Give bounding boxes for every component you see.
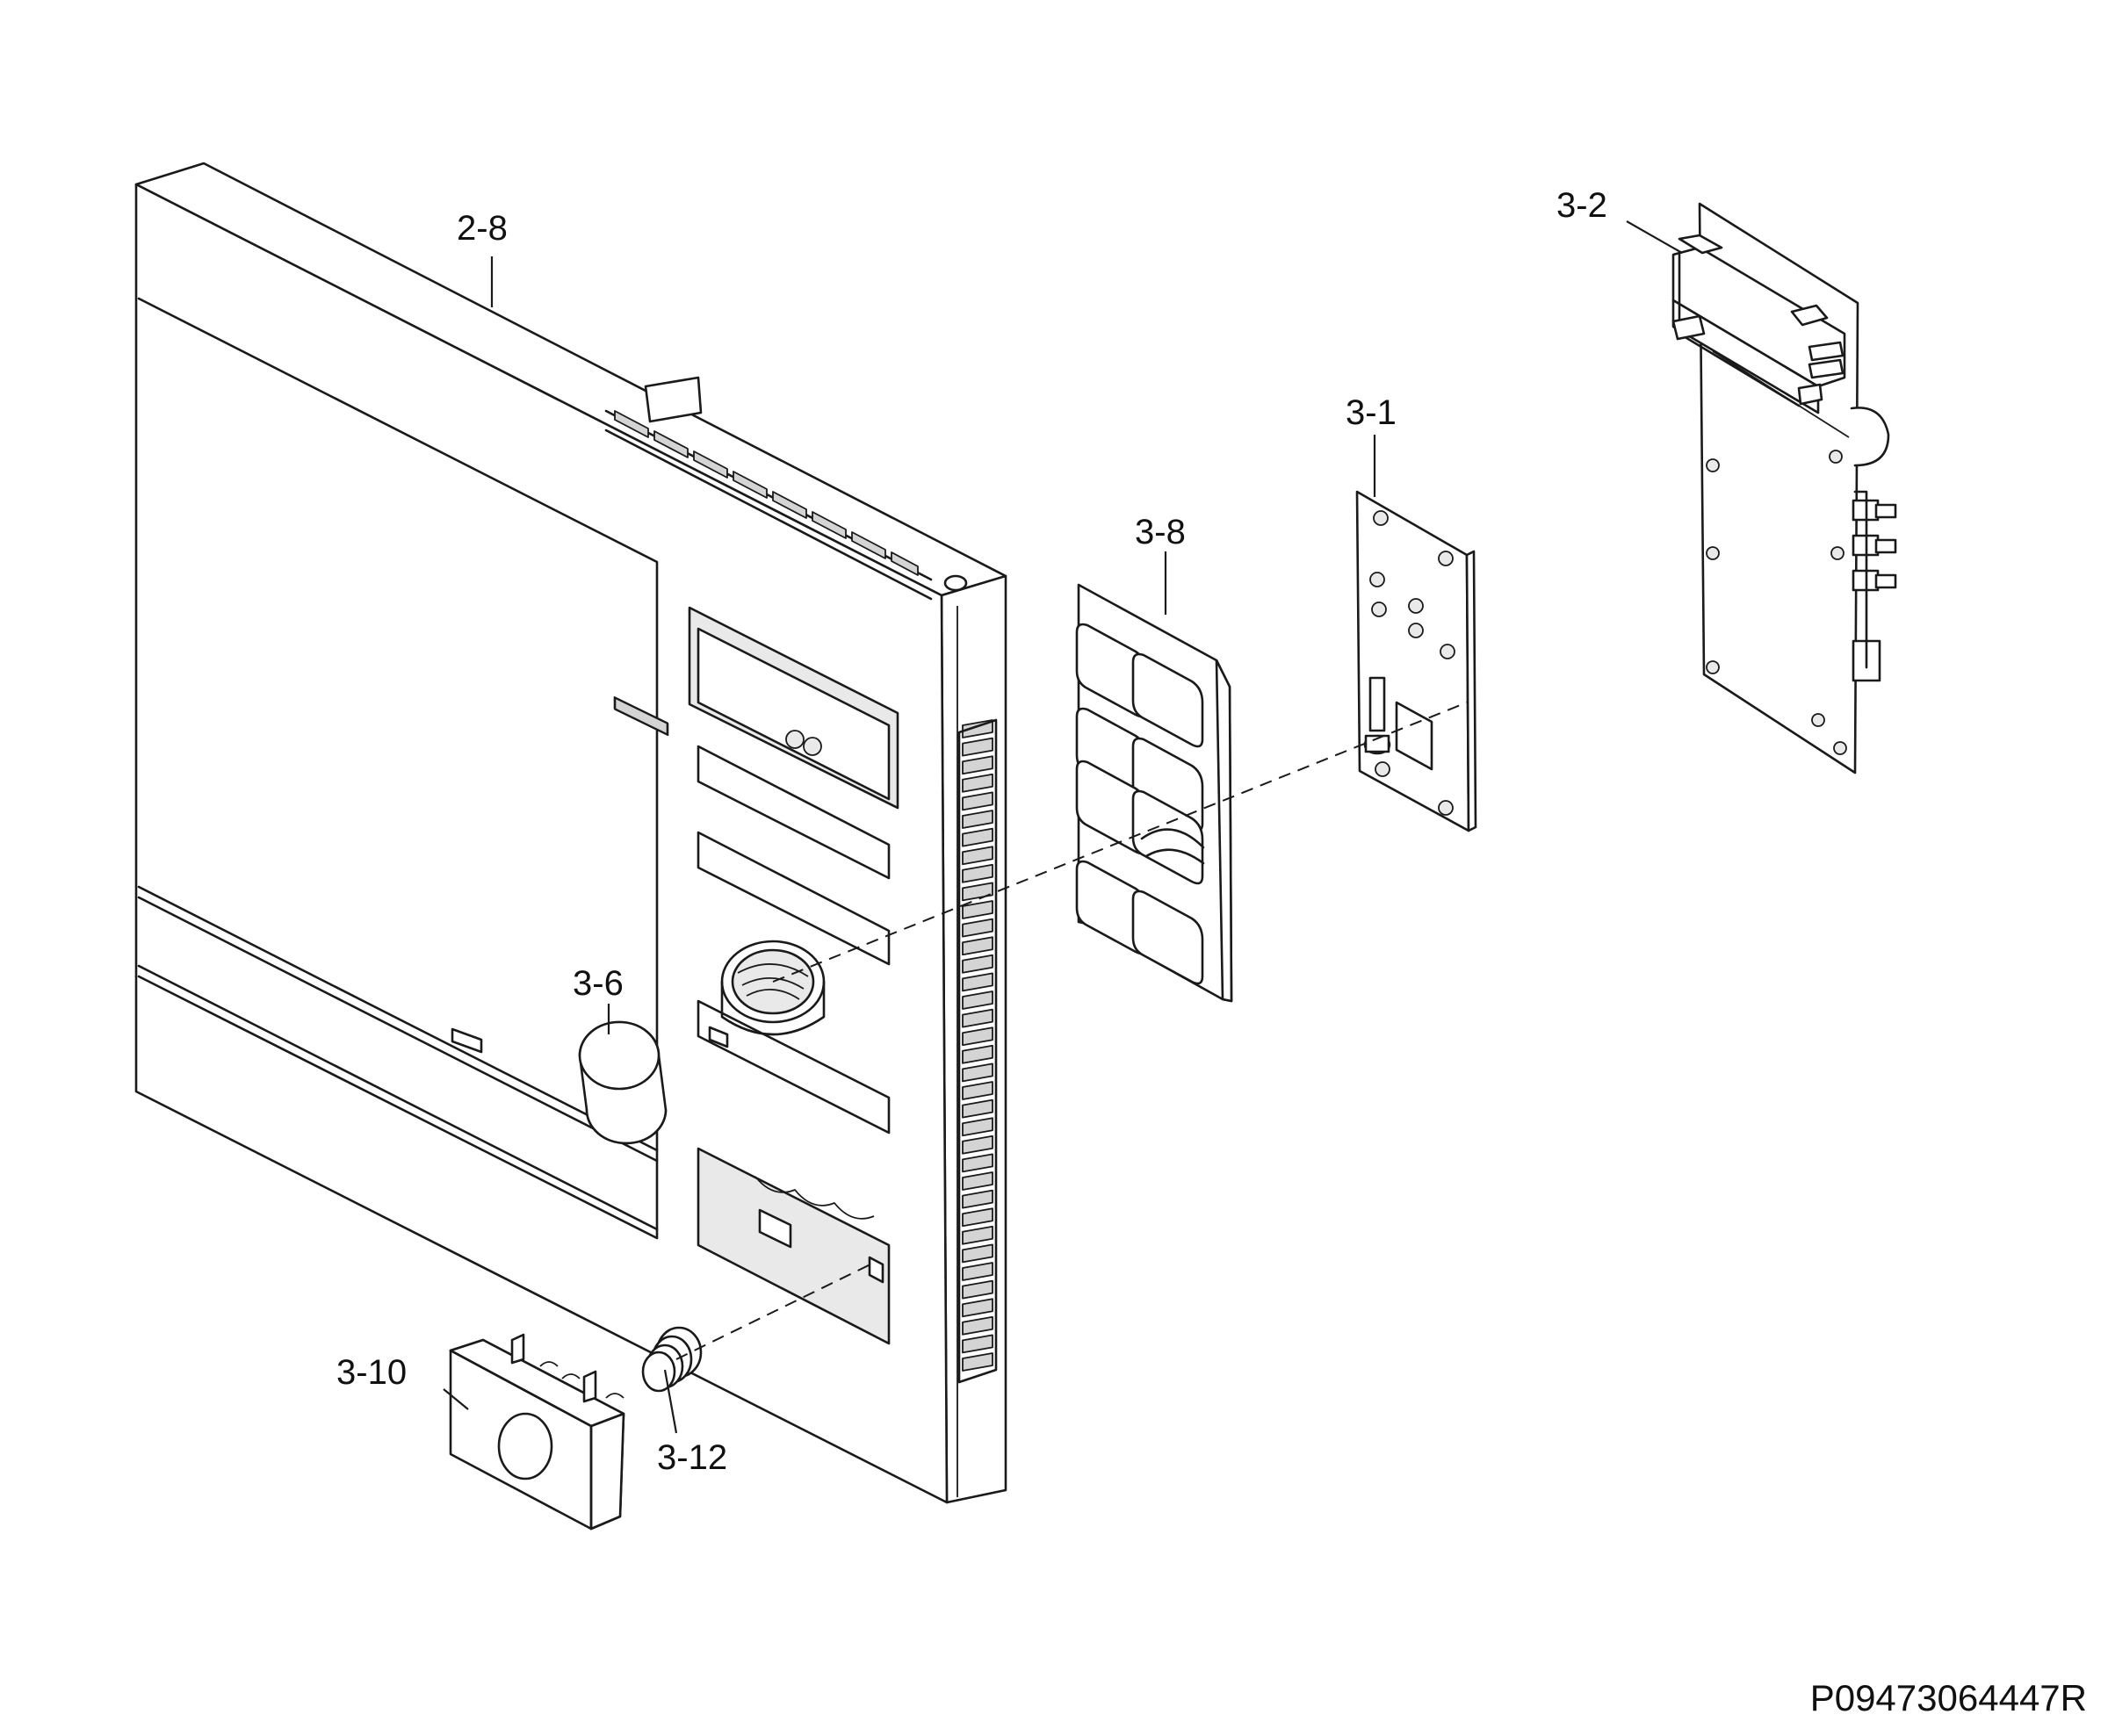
vent-slot bbox=[962, 972, 993, 992]
vent-slot bbox=[962, 810, 993, 829]
vent-slot bbox=[962, 1153, 993, 1173]
vent-slot bbox=[962, 990, 993, 1010]
vent-slot bbox=[962, 755, 993, 775]
vent-slot bbox=[962, 791, 993, 811]
vent-slot bbox=[962, 1207, 993, 1228]
assembly-lines bbox=[675, 702, 1468, 1360]
vent-slot bbox=[962, 1189, 993, 1209]
vent-slot bbox=[962, 1315, 993, 1336]
circuit-board-part bbox=[1355, 490, 1477, 832]
vent-slot bbox=[962, 1081, 993, 1100]
callout-3-6: 3-6 bbox=[573, 964, 624, 1003]
drawing-code: P09473064447R bbox=[1810, 1677, 2087, 1718]
vent-slot bbox=[962, 1117, 993, 1137]
vent-slot bbox=[962, 918, 993, 938]
vent-slot bbox=[962, 846, 993, 866]
top-vent-slots bbox=[613, 695, 669, 737]
vent-grille-outline bbox=[957, 718, 998, 1384]
side-vent-grille bbox=[957, 718, 998, 1384]
callout-3-10: 3-10 bbox=[336, 1353, 407, 1392]
control-bracket-part bbox=[1671, 202, 1897, 774]
vent-slot bbox=[962, 1044, 993, 1064]
callout-3-1: 3-1 bbox=[1346, 393, 1397, 432]
vent-slot bbox=[962, 1062, 993, 1083]
vent-slot bbox=[962, 900, 993, 919]
callout-3-12: 3-12 bbox=[657, 1438, 727, 1477]
spring-part bbox=[641, 1326, 703, 1393]
callout-2-8: 2-8 bbox=[457, 209, 508, 248]
callout-labels: 2-8 3-2 3-1 3-8 3-6 3-10 3-12 bbox=[336, 186, 1607, 1477]
vent-slot bbox=[962, 1334, 993, 1354]
vent-slot bbox=[962, 1008, 993, 1028]
vent-slot bbox=[962, 1352, 993, 1372]
vent-slot bbox=[962, 773, 993, 793]
vent-slot bbox=[962, 1225, 993, 1245]
callout-3-2: 3-2 bbox=[1556, 186, 1607, 225]
vent-slot bbox=[962, 1279, 993, 1300]
callout-3-8: 3-8 bbox=[1135, 513, 1186, 551]
leader-lines bbox=[443, 220, 1683, 1434]
door-release-button-part bbox=[449, 1333, 625, 1531]
vent-slot bbox=[962, 863, 993, 883]
vent-slot bbox=[962, 1135, 993, 1155]
vent-slot bbox=[962, 936, 993, 956]
vent-slot bbox=[962, 1026, 993, 1047]
vent-slot bbox=[962, 827, 993, 847]
knob-part bbox=[578, 1020, 668, 1145]
vent-slot bbox=[962, 1243, 993, 1264]
vent-slot bbox=[962, 1099, 993, 1119]
vent-slot bbox=[962, 1262, 993, 1281]
vent-slot bbox=[962, 1298, 993, 1318]
button-panel-part bbox=[1075, 583, 1233, 1003]
front-panel-part bbox=[134, 162, 1007, 1504]
vent-slot bbox=[962, 954, 993, 974]
vent-slot bbox=[962, 737, 993, 757]
vent-slot bbox=[962, 1171, 993, 1191]
